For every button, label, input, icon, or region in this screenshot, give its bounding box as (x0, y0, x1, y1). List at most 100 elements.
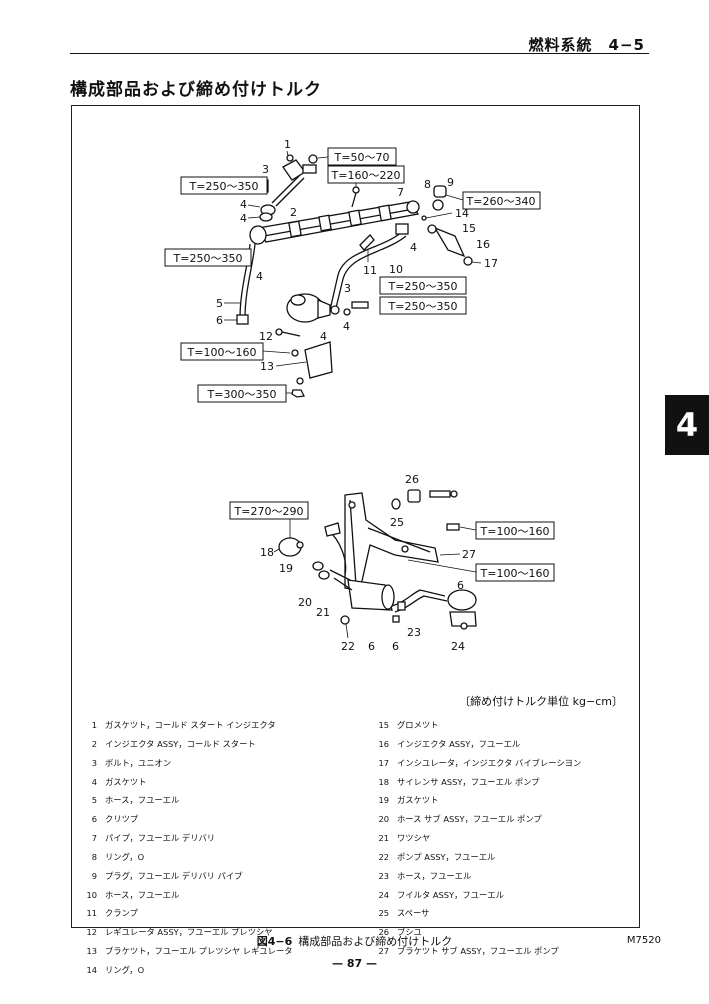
callout-12: 12 (259, 330, 273, 343)
torque-t-250-350-a: T=250〜350 (180, 176, 268, 195)
callout-18: 18 (260, 546, 274, 559)
torque-t-260-340: T=260〜340 (445, 191, 541, 210)
callout-4d: 4 (256, 270, 263, 283)
header-rule (70, 53, 649, 54)
callout-4a: 4 (240, 198, 247, 211)
callout-6d: 6 (457, 579, 464, 592)
callout-3: 3 (262, 163, 269, 176)
fuel-filter (447, 589, 477, 630)
callout-1: 1 (284, 138, 291, 151)
fuel-hose-10 (329, 223, 409, 313)
torque-t-100-160-a: T=100〜160 (180, 342, 291, 361)
torque-t-50-70: T=50〜70 (317, 147, 397, 166)
svg-text:T=270〜290: T=270〜290 (234, 505, 304, 518)
svg-text:T=100〜160: T=100〜160 (187, 346, 257, 359)
fuel-pump (329, 569, 395, 625)
page-header-title: 燃料系統 4−5 (528, 36, 645, 54)
callout-11: 11 (363, 264, 377, 277)
pressure-regulator (275, 293, 340, 337)
callout-13: 13 (260, 360, 274, 373)
torque-t-270-290: T=270〜290 (229, 501, 309, 538)
callout-27: 27 (462, 548, 476, 561)
svg-text:T=250〜350: T=250〜350 (388, 300, 458, 313)
callout-22: 22 (341, 640, 355, 653)
callout-2: 2 (290, 206, 297, 219)
svg-text:T=160〜220: T=160〜220 (331, 169, 401, 182)
torque-t-250-350-c: T=250〜350 (379, 276, 467, 295)
torque-t-250-350-d: T=250〜350 (379, 296, 467, 315)
callout-8: 8 (424, 178, 431, 191)
svg-text:T=250〜350: T=250〜350 (388, 280, 458, 293)
exploded-parts-diagram: T=50〜70 T=160〜220 T=250〜350 T=260〜340 T=… (164, 138, 555, 653)
fuel-pump-hose-20 (312, 522, 347, 580)
svg-text:T=50〜70: T=50〜70 (334, 151, 390, 164)
chapter-tab: 4 (665, 395, 709, 455)
callout-3b: 3 (344, 282, 351, 295)
callout-10: 10 (389, 263, 403, 276)
callout-9: 9 (447, 176, 454, 189)
callout-4f: 4 (320, 330, 327, 343)
callout-6: 6 (216, 314, 223, 327)
fuel-hose-23 (391, 589, 448, 623)
callout-23: 23 (407, 626, 421, 639)
torque-t-300-350: T=300〜350 (197, 384, 292, 403)
torque-t-100-160-b: T=100〜160 (459, 521, 555, 540)
callout-26: 26 (405, 473, 419, 486)
fuel-pump-silencer (278, 537, 304, 557)
regulator-bracket (291, 341, 333, 398)
callout-21: 21 (316, 606, 330, 619)
svg-text:T=100〜160: T=100〜160 (480, 525, 550, 538)
torque-t-160-220: T=160〜220 (327, 165, 405, 188)
fuel-injector-16 (421, 185, 473, 266)
svg-text:T=100〜160: T=100〜160 (480, 567, 550, 580)
callout-6b: 6 (368, 640, 375, 653)
torque-t-250-350-b: T=250〜350 (164, 248, 252, 267)
section-title: 構成部品および締め付けトルク (70, 80, 322, 100)
page-number: — 87 — (332, 957, 377, 970)
svg-text:T=250〜350: T=250〜350 (189, 180, 259, 193)
svg-text:T=300〜350: T=300〜350 (207, 388, 277, 401)
callout-14: 14 (455, 207, 469, 220)
callout-15: 15 (462, 222, 476, 235)
callout-4e: 4 (343, 320, 350, 333)
callout-7: 7 (397, 186, 404, 199)
figure-caption-text: 構成部品および締め付けトルク (298, 935, 453, 948)
callout-4c: 4 (410, 241, 417, 254)
fuel-delivery-pipe (249, 200, 420, 245)
callout-4b: 4 (240, 212, 247, 225)
torque-t-100-160-c: T=100〜160 (407, 559, 555, 582)
svg-text:T=250〜350: T=250〜350 (173, 252, 243, 265)
callout-17: 17 (484, 257, 498, 270)
fuel-pump-bracket (344, 492, 439, 591)
svg-text:T=260〜340: T=260〜340 (466, 195, 536, 208)
callout-20: 20 (298, 596, 312, 609)
callout-25: 25 (390, 516, 404, 529)
